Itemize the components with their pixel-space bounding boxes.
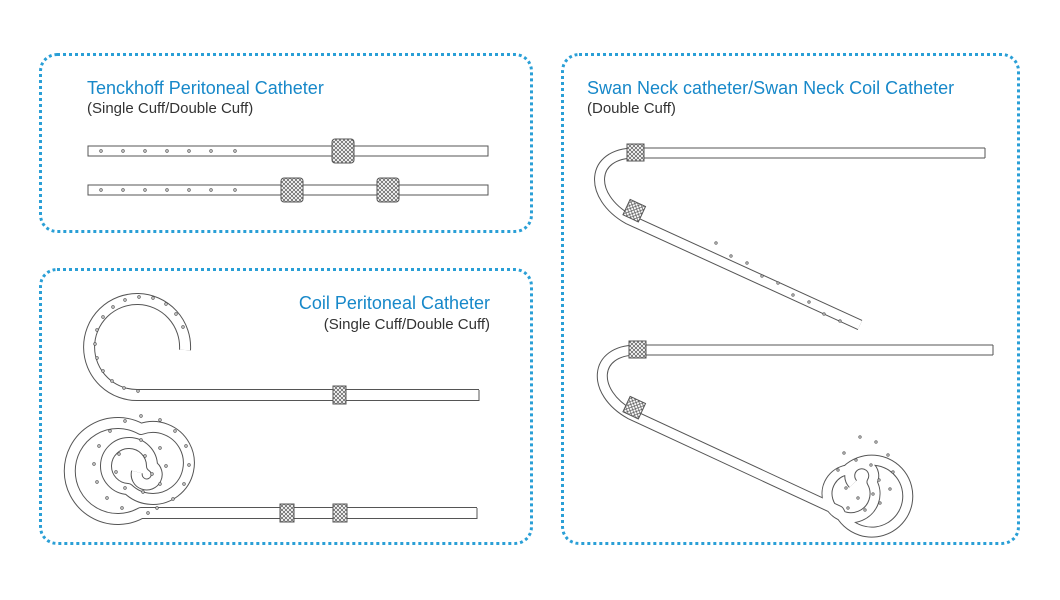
cuff	[626, 143, 645, 162]
cuff	[280, 177, 304, 203]
cuff	[279, 503, 295, 523]
cuff	[622, 395, 647, 420]
cuff	[376, 177, 400, 203]
cuff	[628, 340, 647, 359]
coil-single-cuff-catheter	[83, 293, 480, 405]
swan-neck-title: Swan Neck catheter/Swan Neck Coil Cathet…	[587, 78, 955, 98]
tenckhoff-title: Tenckhoff Peritoneal Catheter	[87, 78, 324, 98]
panel-swan-neck	[561, 53, 1020, 545]
coil-title: Coil Peritoneal Catheter	[298, 293, 490, 313]
swan-neck-subtitle: (Double Cuff)	[587, 100, 676, 117]
side-holes	[714, 241, 842, 323]
cuff	[332, 385, 347, 405]
cuff	[331, 138, 355, 164]
tenckhoff-double-cuff-catheter	[87, 177, 489, 203]
coil-double-cuff-catheter	[63, 414, 478, 525]
side-holes	[93, 295, 185, 393]
swan-neck-catheter	[594, 143, 986, 331]
side-holes	[92, 414, 191, 515]
panel-tenckhoff	[39, 53, 533, 233]
cuff	[622, 198, 647, 223]
cuff	[332, 503, 348, 523]
tenckhoff-subtitle: (Single Cuff/Double Cuff)	[87, 100, 254, 117]
panel-coil	[39, 268, 533, 545]
coil-subtitle: (Single Cuff/Double Cuff)	[323, 316, 490, 333]
swan-neck-coil-catheter	[596, 340, 994, 538]
side-holes	[836, 435, 895, 512]
tenckhoff-single-cuff-catheter	[87, 138, 489, 164]
